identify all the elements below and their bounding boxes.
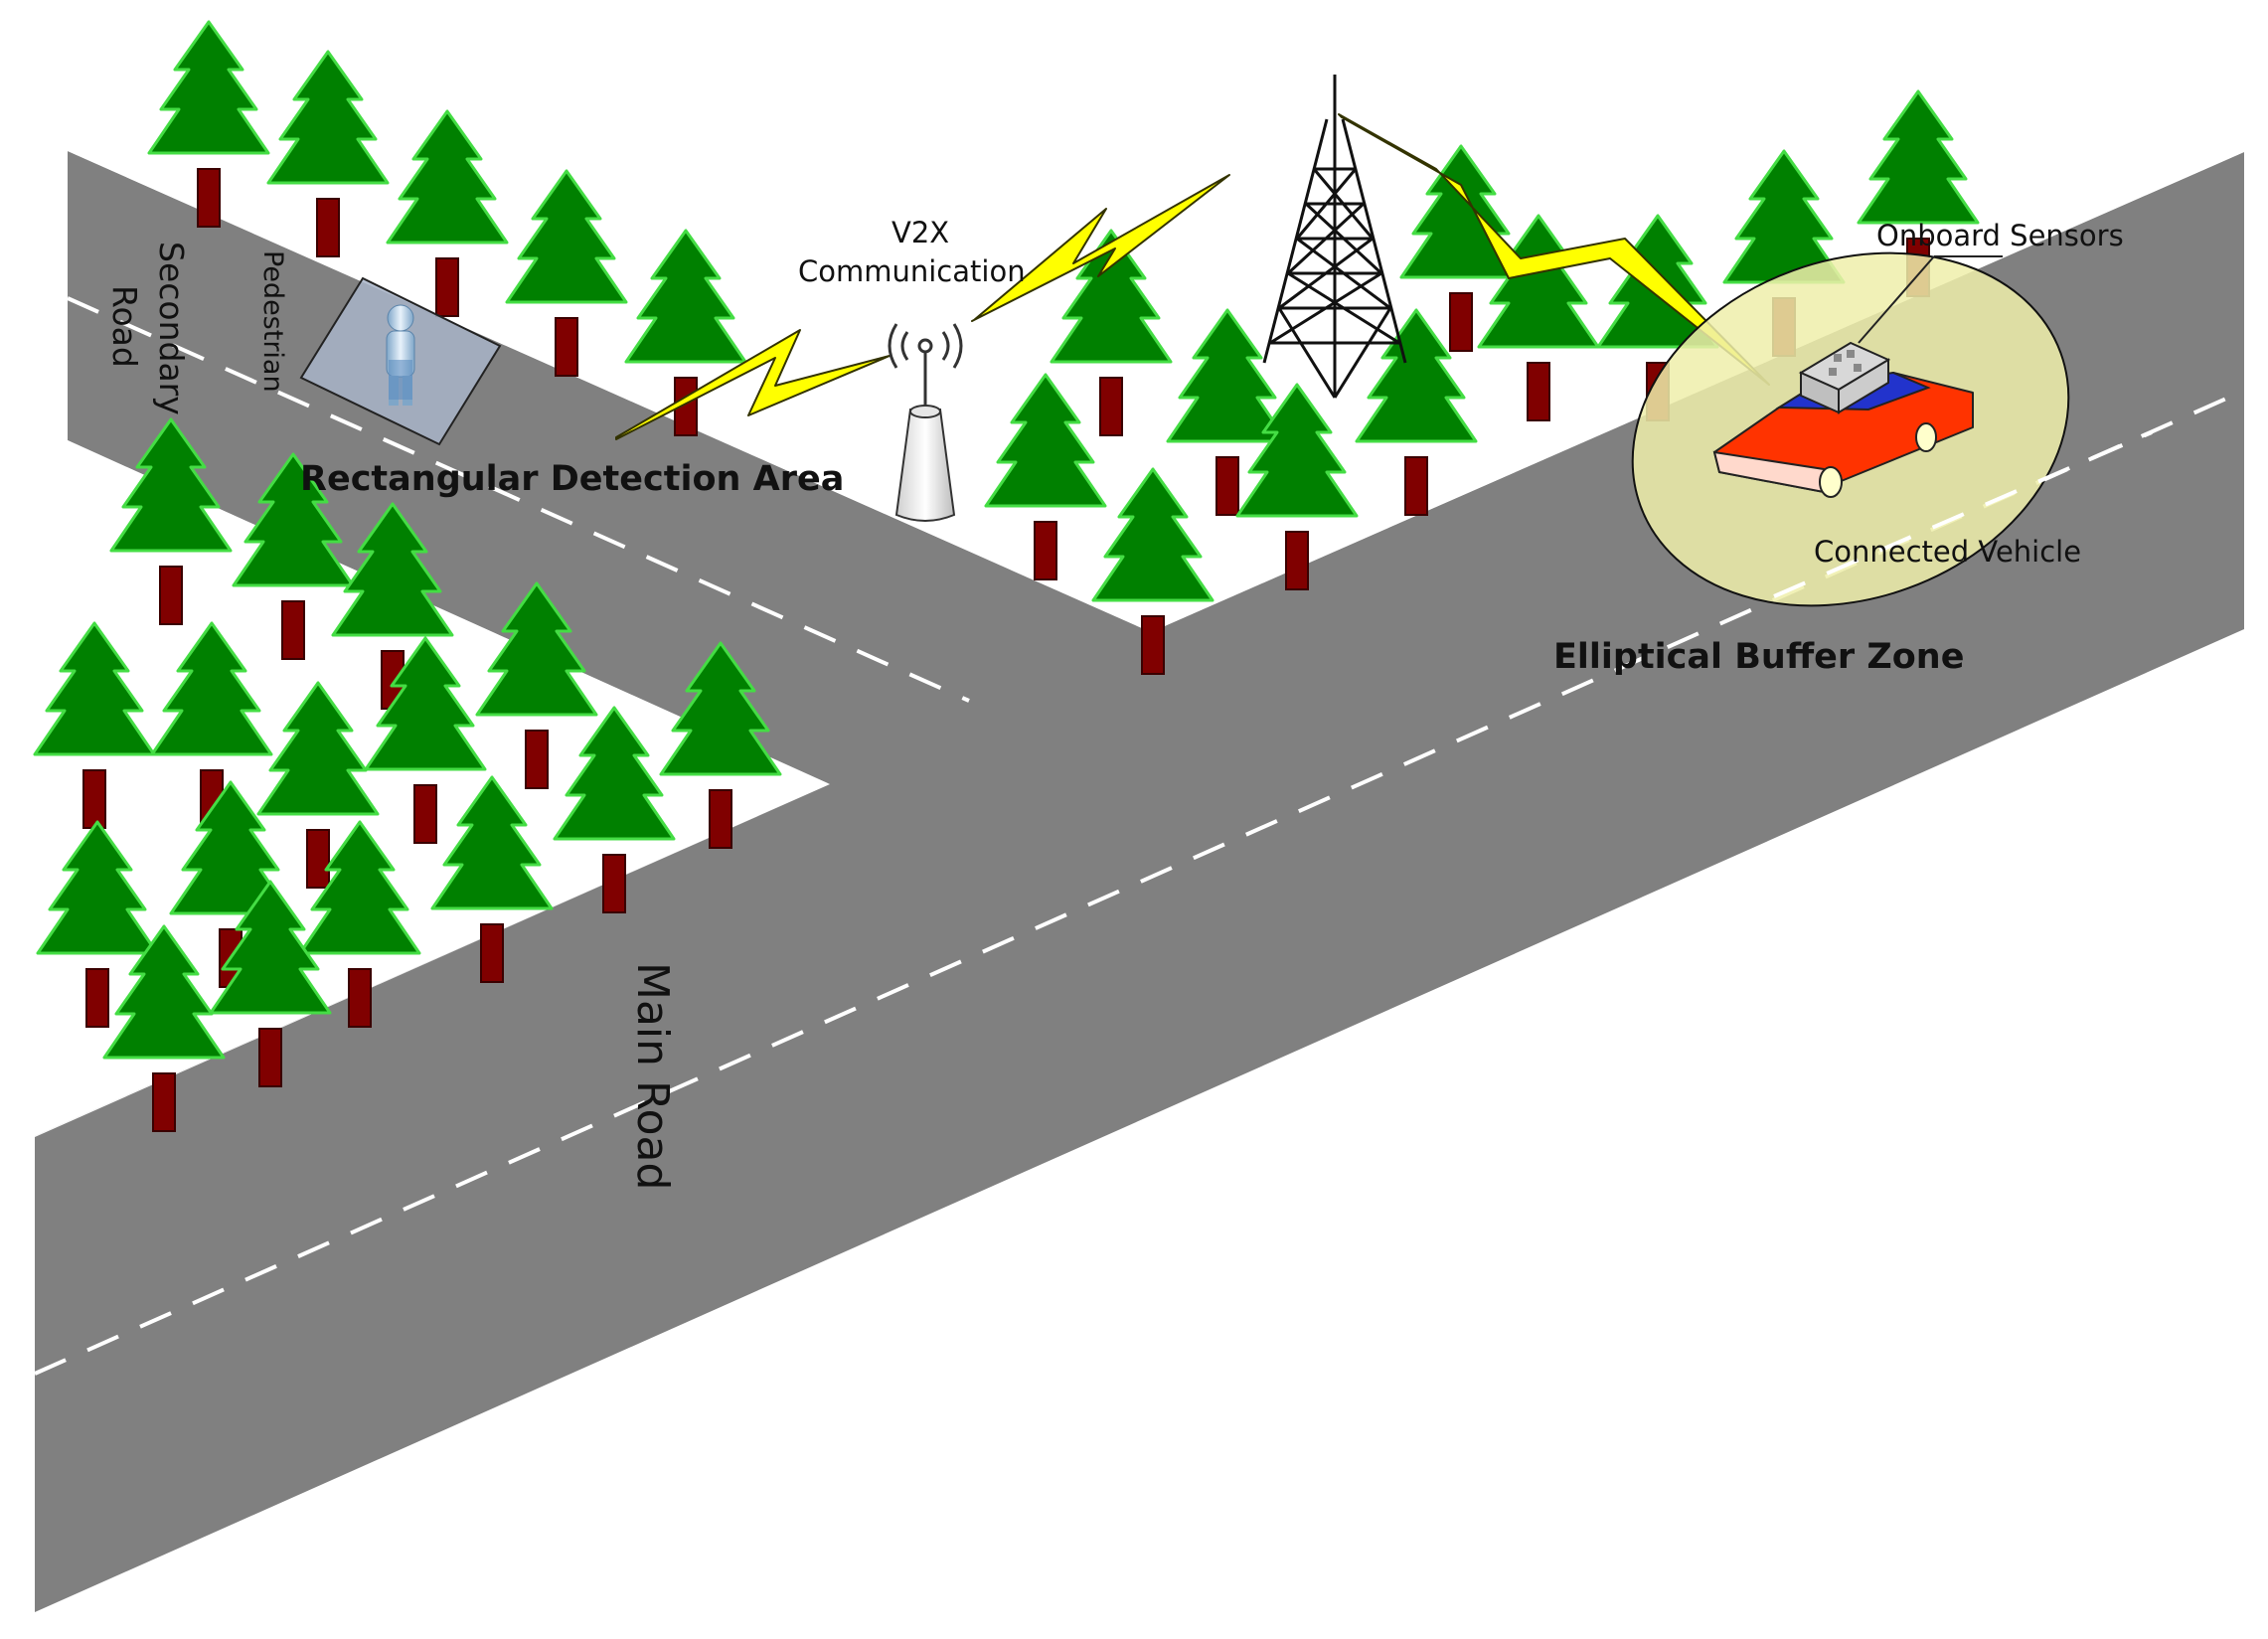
main-road-label: Main Road (627, 962, 678, 1191)
cell-tower (1262, 75, 1407, 399)
v2x-label-line1: V2X (891, 216, 950, 249)
connected-vehicle-label: Connected Vehicle (1814, 535, 2082, 569)
pedestrian-figure (386, 304, 415, 406)
onboard-sensors-pointer (1858, 255, 1935, 344)
forest-lot-top (68, 20, 2244, 632)
roadside-unit-antenna (888, 323, 963, 522)
secondary-road-label-line1: Secondary (152, 242, 191, 415)
v2x-label-line2: Communication (798, 254, 1026, 288)
pedestrian-label: Pedestrian (257, 250, 288, 393)
secondary-road-lane-marking (67, 296, 970, 703)
connected-vehicle (1712, 341, 1974, 498)
rectangular-detection-area-label: Rectangular Detection Area (300, 459, 845, 499)
elliptical-buffer-zone-label: Elliptical Buffer Zone (1553, 637, 1965, 677)
onboard-sensors-label: Onboard Sensors (1876, 219, 2124, 252)
v2x-lightning-links (615, 113, 1770, 440)
secondary-road-label-line2: Road (105, 285, 144, 368)
